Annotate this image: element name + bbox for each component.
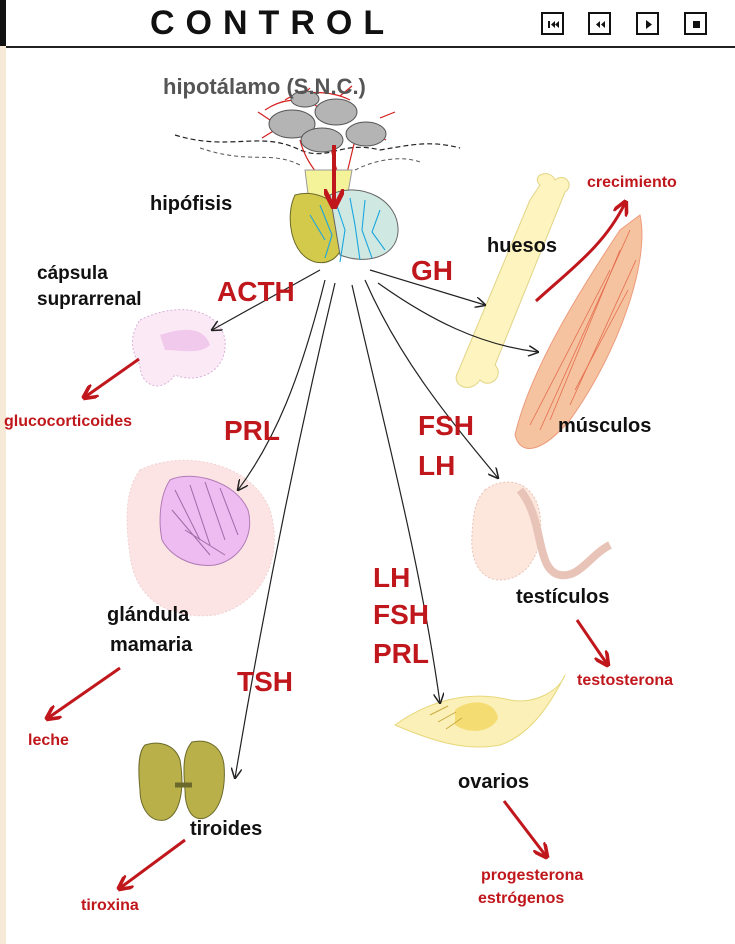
first-button[interactable] (541, 12, 564, 35)
thyroxine-label: tiroxina (81, 897, 139, 914)
thyroid-label: tiroides (190, 818, 263, 840)
ovaries-arrow (351, 284, 440, 703)
thyroid-illustration (138, 740, 225, 821)
testes-arrow (364, 279, 498, 478)
pituitary-label: hipófisis (150, 193, 233, 215)
gh-muscle-arrow (377, 282, 538, 352)
ovary-hormone-fsh: FSH (373, 599, 429, 630)
mammary-illustration (126, 459, 275, 617)
muscle-illustration (514, 214, 643, 449)
adrenal-label-line2: suprarrenal (37, 289, 142, 310)
glucocorticoids-label: glucocorticoides (4, 413, 133, 430)
testes-illustration (471, 481, 612, 581)
header-bar: CONTROL (0, 0, 735, 48)
growth-arrow (534, 203, 625, 303)
hypothalamus-illustration (174, 85, 461, 181)
tsh-label: TSH (237, 666, 293, 697)
stop-icon (693, 21, 700, 28)
testes-hormone-fsh: FSH (418, 410, 474, 441)
testosterone-arrow (575, 619, 607, 664)
ovary-output-arrow (502, 800, 546, 856)
gh-label: GH (411, 255, 453, 286)
bones-label: huesos (487, 235, 558, 257)
pituitary-illustration (289, 169, 399, 264)
rewind-button[interactable] (588, 12, 611, 35)
output-arrows (48, 203, 625, 888)
testes-hormone-lh: LH (418, 450, 456, 481)
gh-bone-arrow (369, 269, 485, 305)
testosterone-label: testosterona (577, 672, 674, 689)
play-button[interactable] (636, 12, 659, 35)
hypothalamus-label: hipotálamo (S.N.C.) (163, 74, 366, 99)
acth-label: ACTH (217, 276, 295, 307)
bone-illustration (455, 173, 570, 388)
ovaries-label: ovarios (458, 771, 530, 793)
estrogens-label: estrógenos (478, 890, 565, 907)
stop-button[interactable] (684, 12, 707, 35)
page-title: CONTROL (150, 4, 396, 42)
ovary-hormone-prl: PRL (373, 638, 429, 669)
rewind-icon (596, 21, 605, 28)
mammary-label-line2: mamaria (110, 634, 193, 656)
first-icon (548, 21, 559, 28)
header-left-bar (0, 0, 6, 46)
glucocorticoid-arrow (85, 357, 140, 397)
adrenal-inner (160, 329, 210, 352)
milk-arrow (48, 666, 121, 718)
mammary-label-line1: glándula (107, 604, 190, 626)
progesterone-label: progesterona (481, 867, 584, 884)
adrenal-label-line1: cápsula (37, 263, 108, 284)
prl-label: PRL (224, 415, 280, 446)
play-icon (646, 20, 652, 29)
testes-label: testículos (516, 586, 610, 608)
acth-arrow (212, 269, 321, 330)
muscles-label: músculos (558, 415, 652, 437)
hormone-arrows (212, 269, 538, 778)
ovary-hormone-lh: LH (373, 562, 411, 593)
growth-label: crecimiento (587, 174, 677, 191)
thyroxine-arrow (120, 838, 186, 888)
ovaries-illustration (393, 674, 566, 748)
tsh-arrow (235, 282, 336, 778)
left-edge-strip (0, 46, 6, 944)
prl-arrow (238, 279, 326, 490)
milk-label: leche (28, 732, 69, 749)
